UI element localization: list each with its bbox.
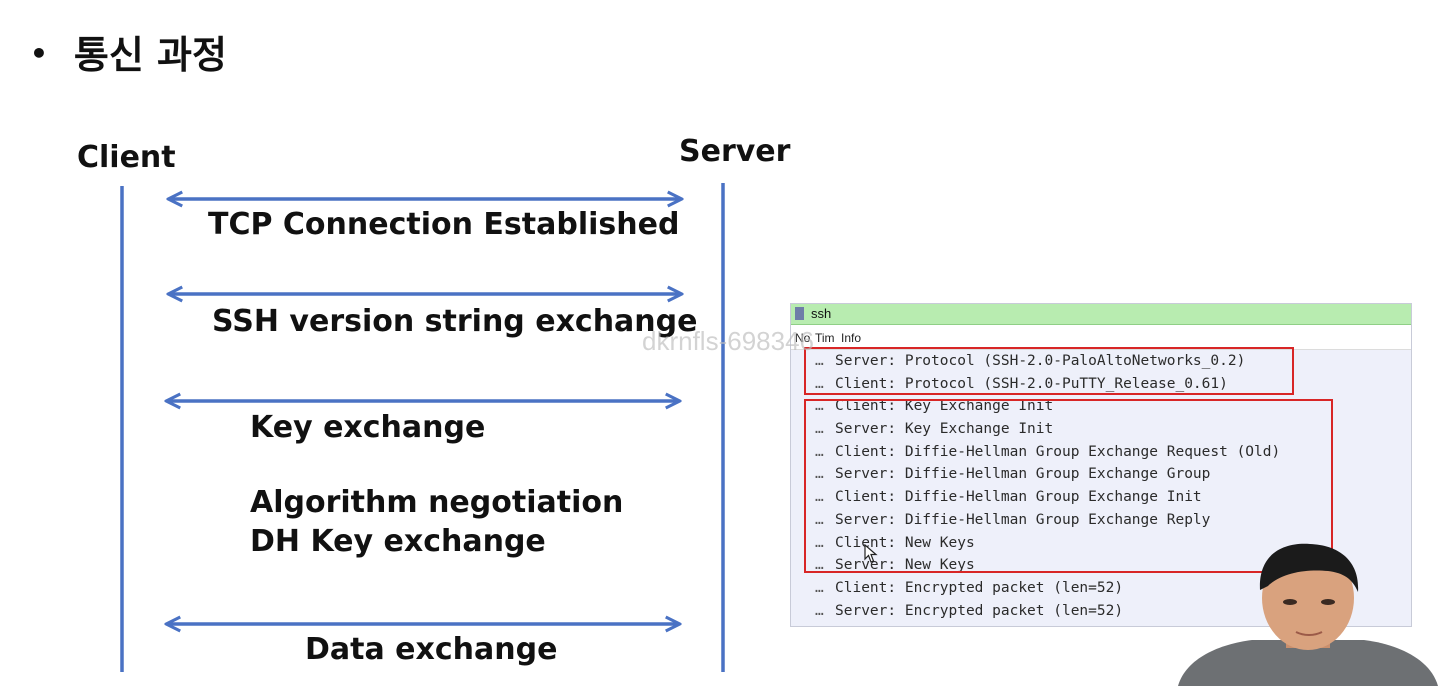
step-label-key-exchange: Key exchange xyxy=(250,410,486,445)
bookmark-icon xyxy=(795,307,804,320)
packet-row[interactable]: …Client: Diffie-Hellman Group Exchange I… xyxy=(815,489,1202,506)
mouse-cursor-icon xyxy=(864,544,878,563)
packet-row[interactable]: …Client: New Keys xyxy=(815,534,975,551)
slide-title: • 통신 과정 xyxy=(30,24,227,79)
display-filter-input[interactable]: ssh xyxy=(811,306,832,321)
packet-list: …Server: Protocol (SSH-2.0-PaloAltoNetwo… xyxy=(791,350,1411,622)
packet-row[interactable]: …Client: Key Exchange Init xyxy=(815,398,1054,415)
step-label-dh-key-exchange: DH Key exchange xyxy=(250,524,546,559)
key-exchange-highlight xyxy=(804,399,1333,573)
version-exchange-highlight xyxy=(804,347,1294,395)
packet-row[interactable]: …Client: Diffie-Hellman Group Exchange R… xyxy=(815,443,1281,460)
bullet-icon: • xyxy=(30,37,48,70)
step-label-tcp: TCP Connection Established xyxy=(208,207,680,242)
step-label-data-exchange: Data exchange xyxy=(305,632,558,667)
packet-row[interactable]: …Client: Protocol (SSH-2.0-PuTTY_Release… xyxy=(815,375,1228,392)
packet-row[interactable]: …Server: Protocol (SSH-2.0-PaloAltoNetwo… xyxy=(815,353,1246,369)
packet-row[interactable]: …Server: Key Exchange Init xyxy=(815,421,1054,438)
packet-row[interactable]: …Server: New Keys xyxy=(815,557,975,574)
packet-list-header: No Tim Info xyxy=(791,325,1411,350)
server-label: Server xyxy=(679,134,791,169)
packet-row[interactable]: …Server: Encrypted packet (len=52) xyxy=(815,602,1124,619)
column-header-time[interactable]: Tim xyxy=(815,331,835,345)
step-label-algorithm-negotiation: Algorithm negotiation xyxy=(250,485,624,520)
client-label: Client xyxy=(77,140,176,175)
column-header-info[interactable]: Info xyxy=(841,331,862,345)
presenter-webcam-image xyxy=(1178,543,1438,686)
slide-title-text: 통신 과정 xyxy=(73,33,227,77)
watermark-text: dkrnfls-698346 xyxy=(642,326,814,356)
packet-row[interactable]: …Server: Diffie-Hellman Group Exchange R… xyxy=(815,511,1211,528)
step-label-ssh-version: SSH version string exchange xyxy=(212,304,698,339)
display-filter-bar[interactable]: ssh xyxy=(791,304,1411,325)
column-header-no[interactable]: No xyxy=(795,331,811,345)
packet-row[interactable]: …Server: Diffie-Hellman Group Exchange G… xyxy=(815,466,1211,483)
packet-row[interactable]: …Client: Encrypted packet (len=52) xyxy=(815,579,1124,596)
